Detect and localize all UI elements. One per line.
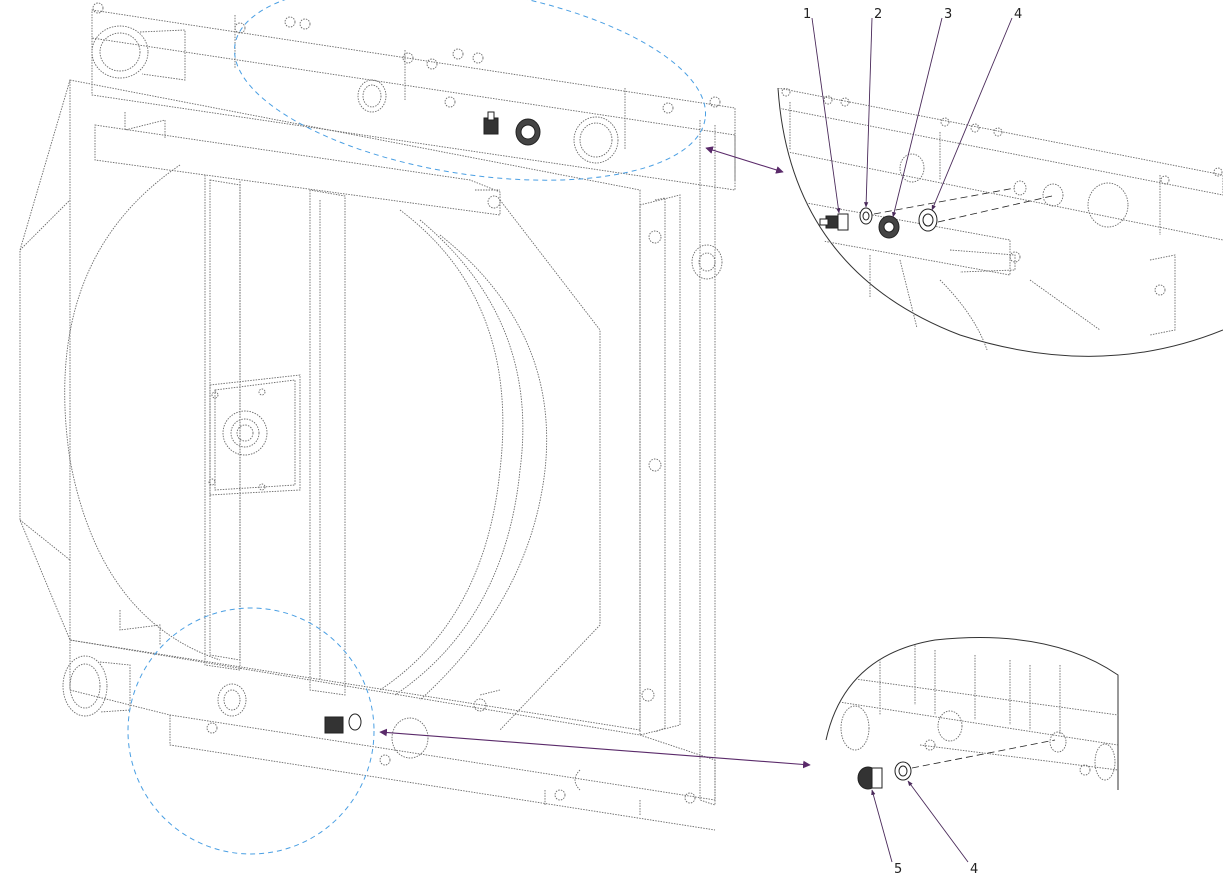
shroud-crossbar: [94, 124, 501, 216]
bottom-inlet-pipe: [62, 655, 108, 717]
detail-view-bottom: [825, 637, 1119, 790]
top-header-tank: [91, 9, 736, 136]
header-port: [357, 79, 387, 113]
detail-arrow-bottom: [379, 728, 811, 769]
core-frame: [69, 79, 641, 731]
callouts: [811, 17, 1013, 863]
top-inlet-pipe: [91, 25, 149, 79]
callout-5: 5: [894, 862, 902, 877]
header-port-large: [573, 116, 619, 164]
fan-ring: [64, 164, 221, 661]
detail-arrow-top: [705, 146, 784, 174]
detail-circle-bottom: [127, 607, 375, 855]
detail-circle-top: [233, 0, 707, 181]
top-bolts: [92, 2, 721, 114]
callout-2: 2: [874, 7, 882, 22]
detail-view-top: [777, 87, 1223, 361]
sensor-assembly-main: [324, 111, 541, 734]
right-side-rail: [639, 194, 681, 736]
callout-3: 3: [944, 7, 952, 22]
callout-1: 1: [803, 7, 811, 22]
bottom-header-tank: [69, 639, 716, 801]
callout-4-top: 4: [1014, 7, 1022, 22]
callout-4-bottom: 4: [970, 862, 978, 877]
radiator-assembly: [19, 2, 736, 831]
fan-motor-plate: [208, 374, 301, 496]
